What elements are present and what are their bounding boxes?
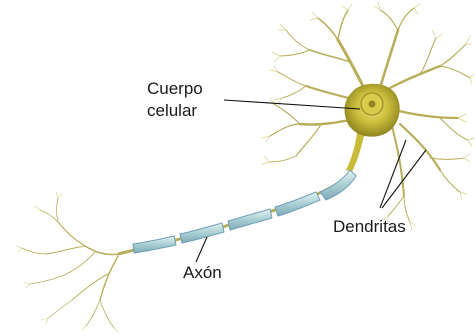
leader-axon bbox=[196, 237, 207, 262]
leader-cell-body bbox=[224, 100, 360, 109]
label-axon: Axón bbox=[183, 262, 222, 284]
label-cell-body: Cuerpo celular bbox=[147, 78, 203, 122]
nucleolus bbox=[369, 101, 376, 108]
myelin-sheath bbox=[133, 170, 356, 253]
label-cell-body-line2: celular bbox=[147, 100, 203, 122]
label-dendrites: Dendritas bbox=[333, 216, 406, 238]
cell-body bbox=[345, 84, 400, 137]
label-cell-body-line1: Cuerpo bbox=[147, 78, 203, 100]
axon-terminal-twigs bbox=[16, 192, 118, 332]
axon-terminals bbox=[22, 198, 120, 328]
